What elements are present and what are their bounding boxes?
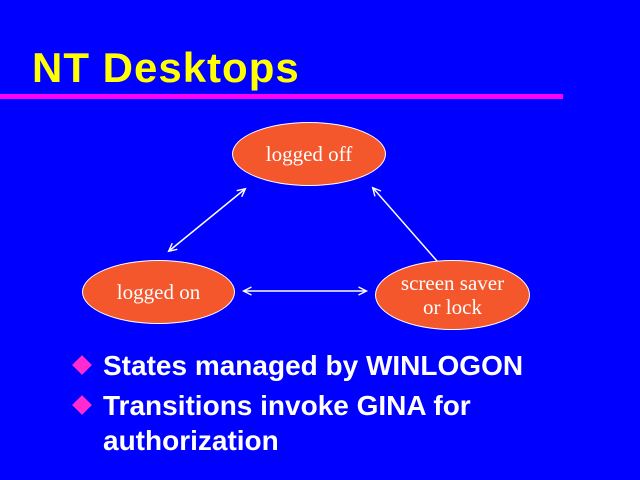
diamond-bullet-icon xyxy=(72,395,92,415)
title-underline xyxy=(0,94,563,99)
bullet-item: States managed by WINLOGON xyxy=(72,348,575,383)
arrow-logged-off-logged-on xyxy=(167,187,247,253)
slide-title: NT Desktops xyxy=(32,44,300,91)
bullet-line: authorization xyxy=(103,425,279,456)
bullet-line: Transitions invoke GINA for xyxy=(103,390,471,421)
bullet-text: States managed by WINLOGON xyxy=(103,348,523,383)
bullet-text: Transitions invoke GINA for authorizatio… xyxy=(103,388,471,458)
bullet-item: Transitions invoke GINA for authorizatio… xyxy=(72,388,575,458)
state-node-logged-off: logged off xyxy=(232,122,386,186)
state-node-screen-saver: screen saver or lock xyxy=(375,260,530,330)
bullet-line: States managed by WINLOGON xyxy=(103,350,524,381)
diamond-bullet-icon xyxy=(72,355,92,375)
bullet-list: States managed by WINLOGON Transitions i… xyxy=(72,348,575,463)
arrow-screen-saver-logged-off xyxy=(371,186,438,262)
state-node-label: logged off xyxy=(265,141,353,166)
state-node-label-line2: or lock xyxy=(423,295,482,319)
state-node-label: logged on xyxy=(116,279,201,304)
state-node-label-line1: screen saver xyxy=(400,270,505,295)
state-node-logged-on: logged on xyxy=(82,260,235,324)
